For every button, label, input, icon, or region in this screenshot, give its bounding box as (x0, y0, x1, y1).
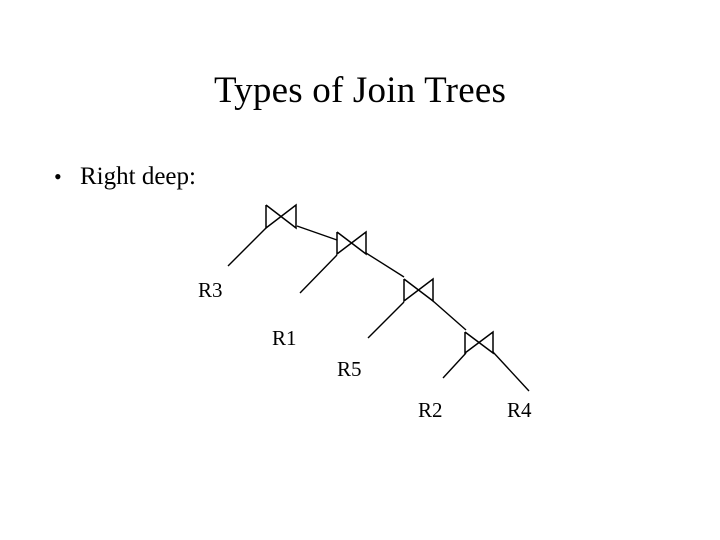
edge-join1-r3 (227, 227, 267, 267)
bowtie-join-icon (336, 230, 367, 256)
leaf-label-r3: R3 (198, 278, 223, 302)
join-node-4[interactable] (464, 330, 494, 355)
bowtie-join-icon (403, 277, 434, 303)
edge-join3-join4 (432, 300, 467, 331)
bullet-item-label: Right deep: (80, 163, 196, 190)
leaf-label-r5: R5 (337, 357, 362, 381)
join-node-1[interactable] (265, 203, 297, 230)
edge-join4-r2 (442, 352, 467, 379)
bowtie-join-icon (265, 203, 297, 230)
bullet-list-item: • Right deep: (54, 163, 196, 191)
bowtie-join-icon (464, 330, 494, 355)
leaf-label-r2: R2 (418, 398, 443, 422)
tree-edge-group (227, 225, 530, 392)
leaf-label-r4: R4 (507, 398, 532, 422)
bullet-dot-icon: • (54, 164, 62, 189)
edge-join4-r4 (492, 351, 530, 392)
edge-join3-r5 (367, 301, 405, 339)
edge-join2-r1 (299, 254, 338, 294)
leaf-label-r1: R1 (272, 326, 297, 350)
join-node-2[interactable] (336, 230, 367, 256)
join-node-3[interactable] (403, 277, 434, 303)
edge-join2-join3 (365, 252, 405, 278)
edge-join1-join2 (296, 225, 338, 241)
page-title: Types of Join Trees (213, 70, 507, 111)
